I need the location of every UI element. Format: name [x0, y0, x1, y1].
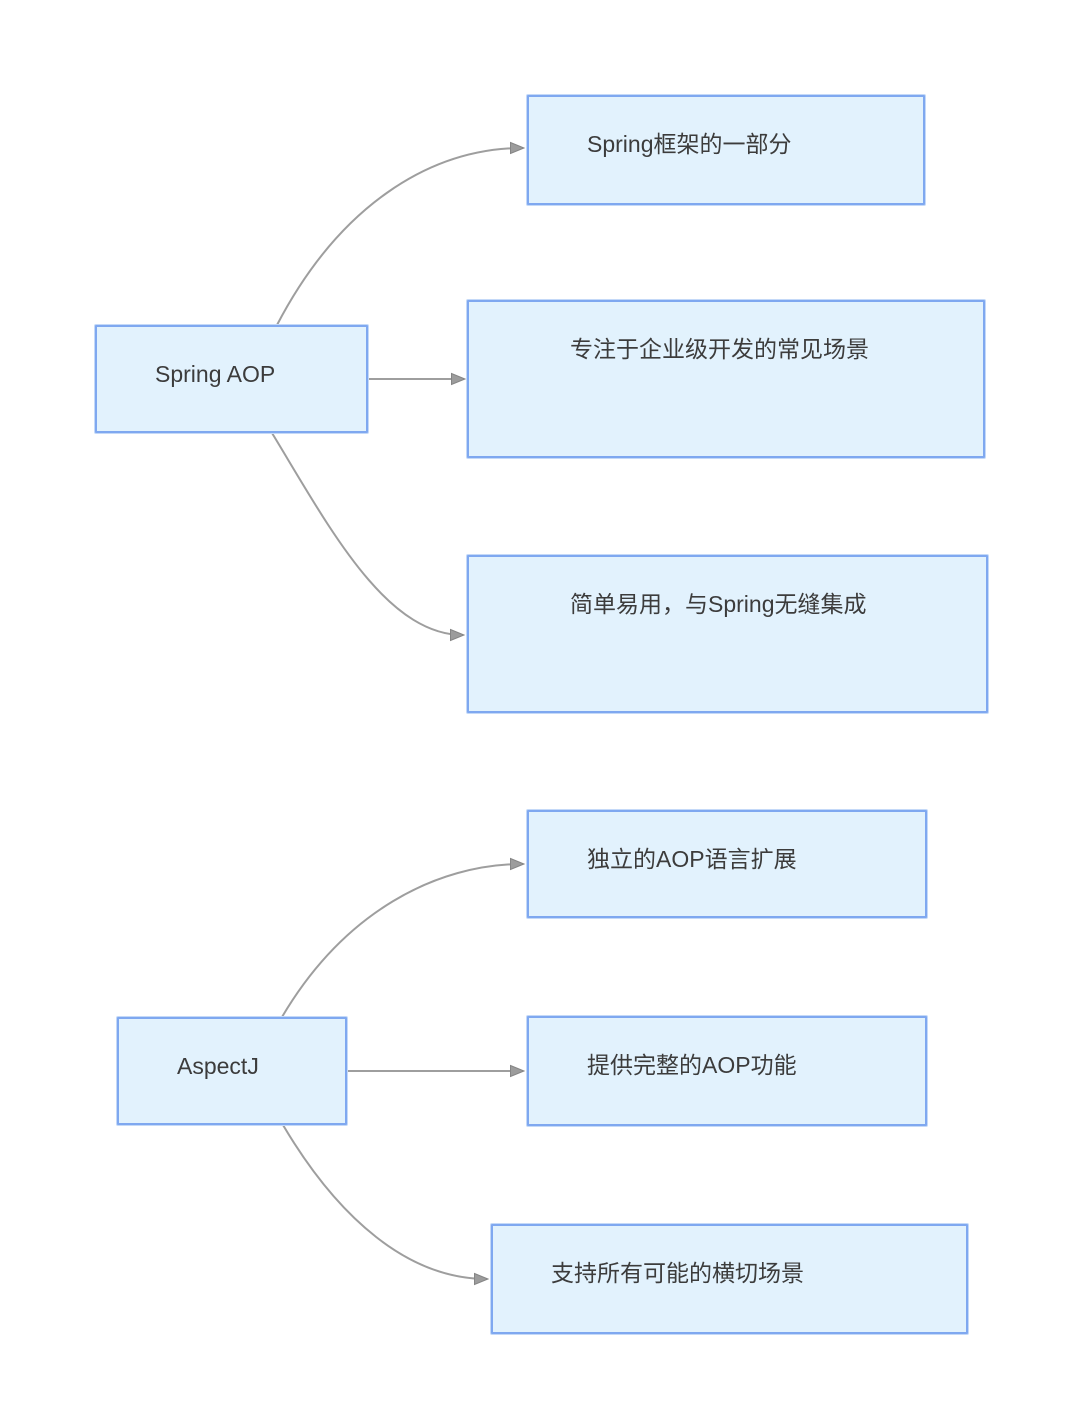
node-label: Spring AOP	[155, 361, 276, 387]
node-crosscutting-scenarios[interactable]: 支持所有可能的横切场景	[491, 1224, 968, 1334]
node-spring-framework-part[interactable]: Spring框架的一部分	[527, 95, 925, 205]
node-label: 支持所有可能的横切场景	[551, 1260, 804, 1286]
node-label: 简单易用，与Spring无缝集成	[570, 591, 867, 617]
edge-aspectj-to-aspectj-ext	[281, 864, 523, 1018]
node-spring-aop[interactable]: Spring AOP	[95, 325, 368, 433]
edge-spring-aop-to-spring-simple	[271, 432, 463, 635]
node-enterprise-scenarios[interactable]: 专注于企业级开发的常见场景	[467, 300, 985, 458]
node-aop-language-extension[interactable]: 独立的AOP语言扩展	[527, 810, 927, 918]
edge-spring-aop-to-spring-part	[276, 148, 523, 326]
edge-aspectj-to-aspectj-cross	[282, 1124, 487, 1279]
node-complete-aop-features[interactable]: 提供完整的AOP功能	[527, 1016, 927, 1126]
node-label: AspectJ	[177, 1053, 259, 1079]
node-label: Spring框架的一部分	[587, 131, 792, 157]
node-aspectj[interactable]: AspectJ	[117, 1017, 347, 1125]
node-label: 提供完整的AOP功能	[587, 1052, 797, 1078]
node-easy-integration[interactable]: 简单易用，与Spring无缝集成	[467, 555, 988, 713]
node-label: 独立的AOP语言扩展	[587, 846, 797, 872]
node-label: 专注于企业级开发的常见场景	[570, 336, 869, 362]
